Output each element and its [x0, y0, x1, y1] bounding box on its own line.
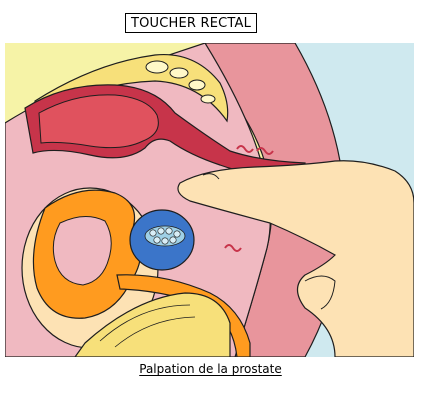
prostate-glands: [149, 227, 181, 245]
knuckle-line: [304, 275, 336, 310]
fingernail: [202, 173, 220, 180]
examining-finger: [177, 160, 414, 357]
figure-caption: Palpation de la prostate: [139, 362, 282, 376]
rectal-ampulla: [38, 94, 159, 149]
anatomy-illustration: [5, 43, 414, 357]
bladder-lumen: [52, 216, 112, 286]
pubic-bone-lines: [99, 304, 196, 348]
diagram-title: TOUCHER RECTAL: [125, 13, 257, 33]
vertebrae: [145, 60, 216, 104]
